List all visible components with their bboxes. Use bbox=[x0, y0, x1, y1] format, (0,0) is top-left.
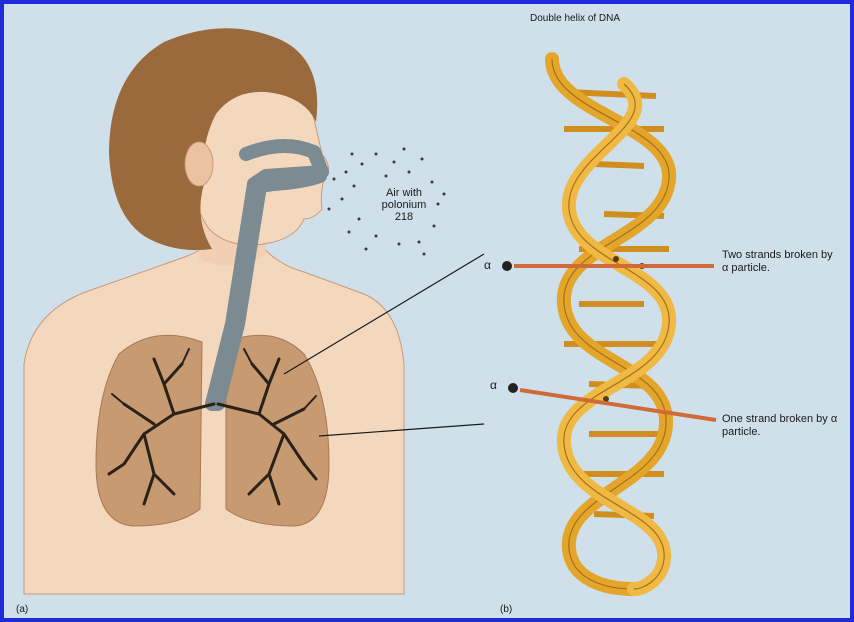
radon-dna-illustration bbox=[4, 4, 850, 618]
two-strands-broken-label: Two strands broken by α particle. bbox=[722, 249, 842, 274]
air-with-polonium-label: Air with polonium 218 bbox=[372, 187, 436, 223]
illustration-frame: Double helix of DNA Air with polonium 21… bbox=[4, 4, 850, 618]
panel-b-label: (b) bbox=[500, 604, 512, 616]
torso bbox=[24, 234, 404, 594]
ear bbox=[185, 142, 213, 186]
one-strand-broken-label: One strand broken by α particle. bbox=[722, 413, 842, 438]
alpha-symbol-lower: α bbox=[490, 379, 497, 393]
dna-title: Double helix of DNA bbox=[530, 13, 620, 25]
human-figure bbox=[24, 28, 484, 594]
panel-a-label: (a) bbox=[16, 604, 28, 616]
dna-helix bbox=[502, 59, 716, 589]
alpha-symbol-upper: α bbox=[484, 259, 491, 273]
